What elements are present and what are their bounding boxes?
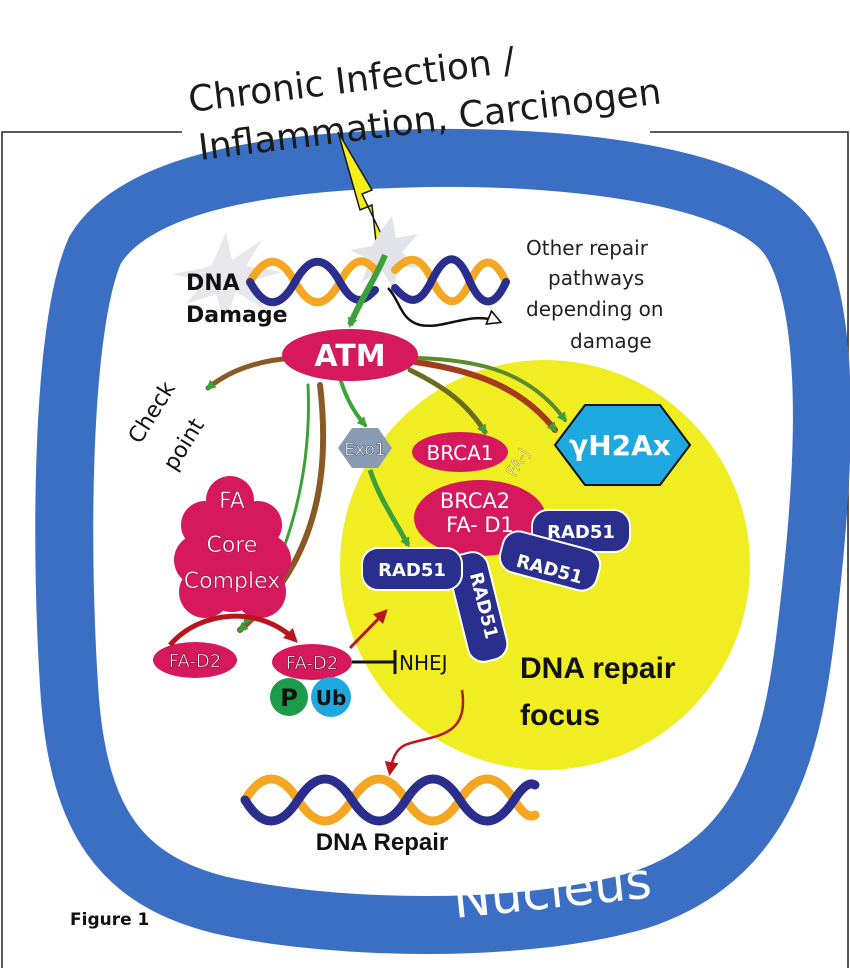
brca1-node (412, 432, 508, 472)
focus-to-repair-arrow (384, 689, 465, 776)
atm-node (282, 329, 418, 381)
fad2-right-label: FA-D2 (286, 653, 338, 674)
brca1-label: BRCA1 (427, 441, 494, 465)
dna-strand-repaired (240, 774, 540, 826)
rad51-group: RAD51 RAD51 RAD51 RAD51 (361, 509, 631, 663)
damage-to-atm-arrow (347, 253, 388, 328)
other-label-2: pathways (548, 266, 644, 290)
fad2-left-label: FA-D2 (169, 651, 221, 672)
fa-core-label-3: Complex (184, 569, 281, 594)
fa-core-complex (174, 476, 291, 618)
ubiquitin-node (311, 677, 351, 717)
focus-label-2: focus (520, 699, 600, 732)
rad51-b-label: RAD51 (378, 560, 446, 581)
damage-burst-center (350, 216, 420, 290)
frame-outline (1, 131, 849, 968)
dna-repair-label: DNA Repair (316, 829, 448, 856)
other-label-3: depending on (526, 297, 664, 321)
exo1-to-rad51-arrow (367, 469, 411, 548)
dna-strand-left (246, 257, 379, 306)
damage-burst-left (172, 232, 282, 322)
nhej-label: NHEJ (399, 651, 448, 675)
other-label-4: damage (570, 329, 652, 353)
fad2-activation-arrow (168, 613, 298, 647)
nucleus-ring (35, 128, 850, 954)
rad51-a-label: RAD51 (547, 522, 615, 543)
dna-damage-label-2: Damage (186, 303, 288, 328)
atm-label: ATM (314, 339, 385, 374)
fa-core-label-1: FA (219, 489, 245, 514)
other-pathways-label: Other repair pathways depending on damag… (526, 236, 664, 353)
dna-damage-label-1: DNA (186, 271, 240, 296)
fad2-right-node (272, 644, 352, 680)
fad2-to-rad51-arrow (348, 609, 388, 650)
fa-core-label-2: Core (207, 533, 258, 558)
dna-strand-right (391, 255, 510, 306)
fad2-left-node (153, 642, 237, 678)
phospho-label: P (280, 684, 298, 712)
h2ax-label: γH2Ax (569, 429, 671, 462)
other-label-1: Other repair (526, 236, 649, 260)
h2ax-node (553, 404, 692, 486)
exo1-node (338, 428, 392, 468)
ubiquitin-label: Ub (316, 686, 347, 710)
focus-label-1: DNA repair (520, 652, 676, 685)
fad1-label: FA- D1 (446, 513, 514, 537)
figure-caption: Figure 1 (70, 910, 149, 930)
checkpoint-label-2: point (159, 414, 210, 475)
checkpoint-label-1: Check (124, 377, 181, 448)
rad51-c (498, 530, 602, 592)
phospho-node (270, 678, 308, 716)
other-pathways-arrow (387, 287, 500, 328)
exo1-label: Exo1 (344, 440, 386, 460)
brca2-label: BRCA2 (440, 489, 510, 513)
rad51-d (447, 551, 509, 663)
rad51-b (361, 547, 463, 591)
